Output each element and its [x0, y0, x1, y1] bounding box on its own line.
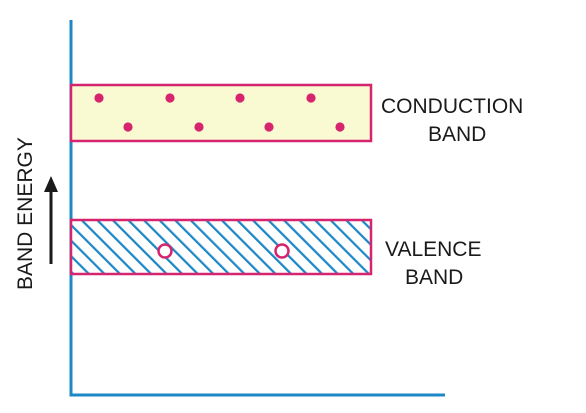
electron-dot — [94, 93, 104, 103]
electron-dot — [264, 122, 274, 132]
conduction-band-label-line1: CONDUCTION — [381, 95, 523, 118]
electron-dot — [165, 93, 175, 103]
electron-dot — [335, 122, 345, 132]
electron-group — [94, 93, 345, 132]
y-axis-label: BAND ENERGY — [14, 137, 37, 290]
hole-circle — [274, 243, 290, 259]
valence-band-label-line1: VALENCE — [385, 238, 481, 261]
valence-band — [69, 218, 373, 276]
hole-group — [157, 243, 290, 259]
electron-dot — [306, 93, 316, 103]
conduction-band-label-line2: BAND — [428, 123, 486, 146]
hole-circle — [157, 243, 173, 259]
conduction-band — [69, 83, 373, 143]
electron-dot — [123, 122, 133, 132]
energy-arrow-icon — [44, 176, 58, 264]
valence-band-label-line2: BAND — [405, 266, 463, 289]
valence-band-rect — [69, 218, 373, 276]
electron-dot — [235, 93, 245, 103]
conduction-band-rect — [69, 83, 373, 143]
electron-dot — [194, 122, 204, 132]
